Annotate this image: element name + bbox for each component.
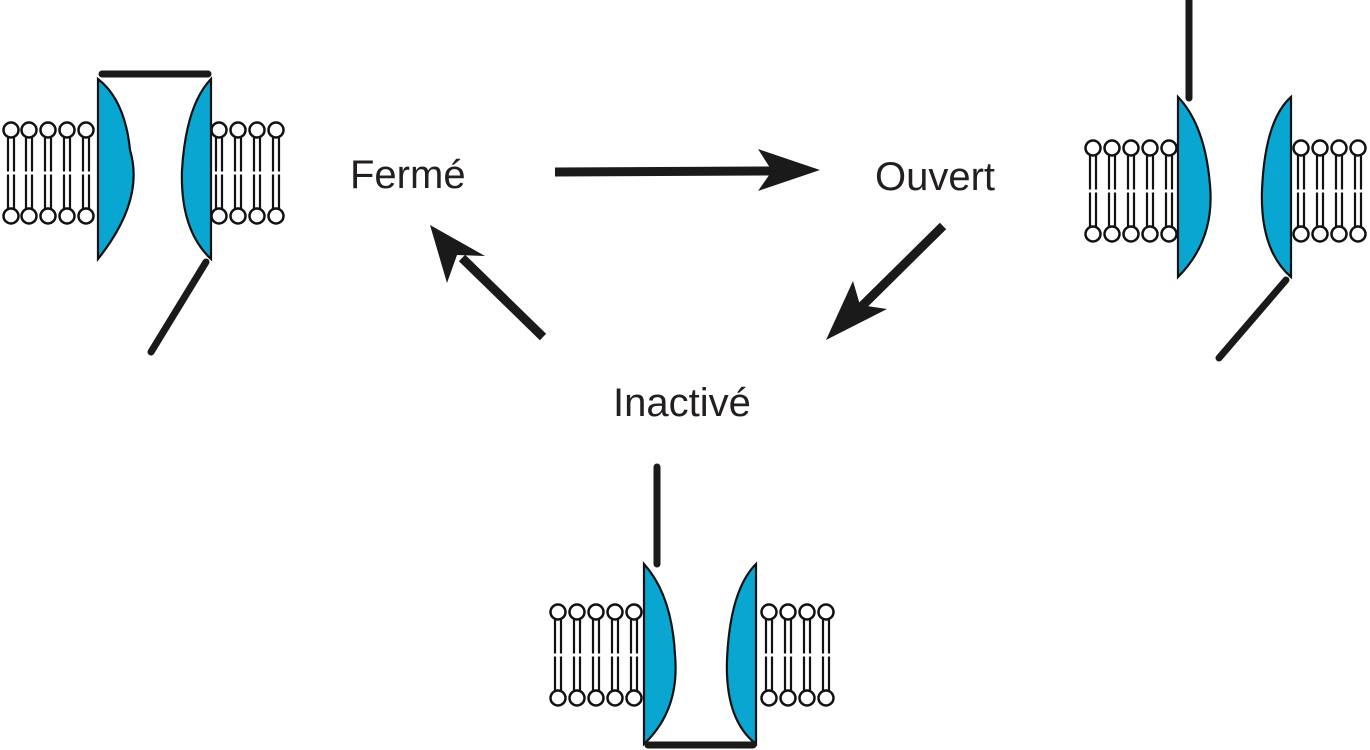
arrow-closed-to-open — [554, 149, 820, 191]
membrane-right — [760, 603, 835, 707]
membrane-left — [1084, 139, 1178, 243]
state-label-closed: Fermé — [350, 153, 466, 197]
membrane-left — [2, 121, 95, 225]
arrow-inactivated-to-closed — [430, 225, 547, 341]
channel-closed — [2, 70, 285, 356]
state-label-open: Ouvert — [875, 155, 995, 199]
channel-inactivated — [549, 463, 835, 749]
membrane-right — [210, 121, 285, 225]
channel-open — [1084, 0, 1367, 362]
channel-subunit-right — [1260, 94, 1293, 280]
arrow-open-to-inactivated — [826, 222, 947, 340]
channel-subunit-right — [725, 561, 758, 747]
channel-subunit-left — [96, 76, 135, 263]
channel-subunit-right — [180, 76, 213, 262]
inactivation-gate — [1215, 276, 1290, 362]
inactivation-gate — [147, 258, 210, 356]
channel-subunit-left — [1176, 94, 1212, 280]
channel-subunit-left — [642, 561, 677, 747]
membrane-left — [549, 603, 643, 707]
membrane-right — [1292, 139, 1367, 243]
state-label-inactivated: Inactivé — [613, 381, 751, 425]
